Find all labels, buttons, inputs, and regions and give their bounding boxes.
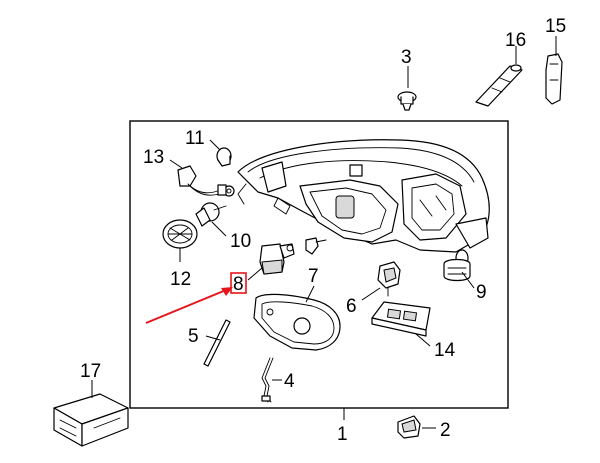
callout-10: 10: [230, 231, 251, 252]
callout-7: 7: [308, 266, 319, 287]
part-13-harness-socket[interactable]: [177, 165, 227, 196]
part-8-module[interactable]: [259, 243, 295, 275]
mounting-screw[interactable]: [305, 237, 327, 255]
callout-8-highlight-box: [230, 272, 247, 294]
callout-11: 11: [185, 128, 205, 149]
callout-15: 15: [545, 16, 566, 37]
callout-17: 17: [80, 361, 101, 382]
part-15-bracket[interactable]: [545, 53, 563, 105]
callout-16: 16: [505, 30, 526, 51]
part-6-socket[interactable]: [377, 261, 401, 297]
leader-lines: [91, 36, 557, 429]
highlight-arrow: [145, 287, 233, 324]
assembly-frame: [129, 120, 509, 409]
callout-12: 12: [170, 269, 191, 290]
headlamp-housing[interactable]: [237, 139, 490, 253]
part-3-screw[interactable]: [397, 91, 417, 111]
callout-6: 6: [346, 296, 357, 317]
part-9-bulb-socket[interactable]: [443, 249, 471, 282]
part-2-clip[interactable]: [397, 415, 421, 439]
part-17-ballast-box[interactable]: [53, 393, 129, 447]
part-16-adjuster[interactable]: [475, 64, 523, 107]
callout-labels: 1 2 3 4 5 6 7 8 9 10 11 12 13 14 15 16 1…: [80, 16, 566, 445]
callout-14: 14: [434, 340, 456, 361]
callout-9: 9: [476, 282, 487, 303]
callout-1: 1: [337, 424, 348, 445]
callout-8: 8: [233, 274, 244, 295]
part-4-bracket[interactable]: [261, 357, 274, 403]
callout-13: 13: [143, 147, 164, 168]
part-5-seal-strip[interactable]: [203, 319, 231, 367]
part-14-control-unit[interactable]: [371, 301, 431, 337]
callout-4: 4: [284, 371, 295, 392]
callout-5: 5: [188, 326, 199, 347]
callout-3: 3: [401, 47, 412, 68]
part-12-dust-cap[interactable]: [162, 219, 198, 249]
part-11-small-bulb[interactable]: [216, 147, 232, 167]
callout-2: 2: [440, 420, 451, 441]
part-7-cover[interactable]: [253, 293, 341, 351]
